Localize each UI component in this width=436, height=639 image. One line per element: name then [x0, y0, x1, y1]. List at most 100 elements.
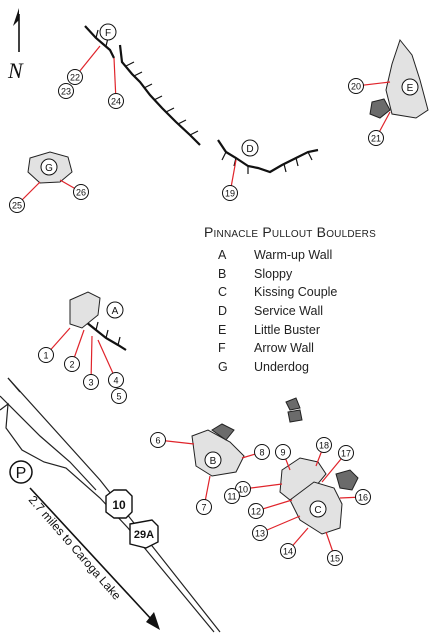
- cliff-tick: [295, 157, 299, 167]
- problem-number-circle: [111, 388, 127, 404]
- boulder-letter: E: [407, 83, 414, 94]
- boulder-top-rock-1: [285, 397, 301, 411]
- problem-number-circle: [38, 347, 54, 363]
- cliff-tick: [153, 95, 163, 101]
- problem-number-circle: [150, 432, 166, 448]
- problem-number-circle: [83, 374, 99, 390]
- boulder-letter: G: [45, 163, 53, 174]
- problem-number-circle: [222, 185, 238, 201]
- cliff-tick: [143, 83, 153, 89]
- boulder-couple-upper: [279, 457, 327, 501]
- legend-name: Arrow Wall: [254, 341, 314, 356]
- legend-row: B Sloppy: [204, 265, 430, 284]
- problem-number-circle: [64, 356, 80, 372]
- boulder-e-small: [369, 98, 391, 119]
- problem-number-circle: [108, 372, 124, 388]
- cliff-tick: [221, 151, 227, 161]
- parking-label: P: [16, 465, 27, 482]
- boulder-letter: D: [246, 144, 253, 155]
- problem-number: 16: [358, 493, 368, 503]
- legend-key: D: [218, 304, 228, 319]
- boulder-letter: C: [314, 505, 321, 516]
- direction-arrow-icon: [29, 487, 160, 630]
- north-label: N: [8, 58, 23, 83]
- boulder-top-rock-2: [287, 409, 303, 423]
- problem-number: 15: [330, 554, 340, 564]
- boulder-c-small: [335, 469, 359, 491]
- problem-number: 1: [43, 351, 48, 361]
- boulder-letter: F: [105, 28, 111, 39]
- boulder-a: [69, 291, 101, 329]
- legend-title: Pinnacle Pullout Boulders: [204, 224, 376, 240]
- boulders: [27, 38, 429, 535]
- cliff-tick: [117, 336, 121, 346]
- route-29a-label: 29A: [134, 529, 154, 541]
- legend-key: E: [218, 322, 227, 337]
- problem-number: 19: [225, 189, 235, 199]
- boulder-letter-circle: [204, 451, 222, 469]
- problem-number-circle: [252, 525, 268, 541]
- boulder-letter: B: [210, 456, 217, 467]
- problem-number-circle: [248, 503, 264, 519]
- problem-number-circle: [196, 499, 212, 515]
- legend-key: F: [218, 341, 226, 356]
- problem-number: 2: [69, 360, 74, 370]
- legend-name: Kissing Couple: [254, 285, 338, 300]
- problem-number: 21: [371, 134, 381, 144]
- legend-row: C Kissing Couple: [204, 283, 430, 302]
- cliff-hatching: [95, 29, 313, 346]
- problem-number-circle: [275, 444, 291, 460]
- problem-number: 3: [88, 378, 93, 388]
- problem-number-circle: [9, 197, 25, 213]
- problem-number: 14: [283, 547, 293, 557]
- problem-number: 22: [70, 73, 80, 83]
- legend-key: C: [218, 285, 228, 300]
- problem-number: 25: [12, 201, 22, 211]
- route-29a-shield: 29A: [129, 519, 159, 549]
- problem-number: 6: [155, 436, 160, 446]
- problem-number: 24: [111, 97, 121, 107]
- cliff-tick: [307, 151, 313, 161]
- cliff-tick: [165, 107, 175, 113]
- problem-number-circle: [58, 83, 74, 99]
- problem-number: 5: [116, 392, 121, 402]
- problem-number-circle: [348, 78, 364, 94]
- boulder-b: [191, 429, 245, 477]
- legend-name: Service Wall: [254, 304, 323, 319]
- problem-number: 7: [201, 503, 206, 513]
- cliff-tick: [105, 329, 109, 339]
- problem-number-circle: [280, 543, 296, 559]
- boulder-letter-circle: [99, 23, 117, 41]
- problem-number-circle: [338, 445, 354, 461]
- boulder-letter-circle: [241, 139, 259, 157]
- boulder-b-small: [211, 423, 235, 441]
- legend-row: F Arrow Wall: [204, 339, 430, 358]
- route-10-label: 10: [112, 498, 126, 512]
- problem-number-circle: [316, 437, 332, 453]
- boulder-letter-circle: [106, 301, 124, 319]
- problem-number: 17: [341, 449, 351, 459]
- problem-number: 8: [259, 448, 264, 458]
- cliff-tick: [189, 130, 199, 136]
- boulder-letter-circle: [401, 78, 419, 96]
- problem-number-circle: [67, 69, 83, 85]
- boulder-e: [385, 38, 429, 119]
- problem-number: 11: [227, 492, 236, 502]
- parking-icon: P: [9, 460, 33, 484]
- problem-number: 10: [238, 485, 248, 495]
- route-10-shield: 10: [105, 489, 133, 519]
- problem-number-circle: [108, 93, 124, 109]
- problem-number-circle: [224, 488, 240, 504]
- legend-name: Sloppy: [254, 266, 293, 281]
- cliff-tick: [125, 61, 135, 67]
- boulder-letter-circle: [309, 500, 327, 518]
- problem-number: 13: [255, 529, 265, 539]
- legend-name: Warm-up Wall: [254, 248, 333, 263]
- legend-row: D Service Wall: [204, 302, 430, 321]
- legend-key: B: [218, 266, 227, 281]
- problem-number-circle: [368, 130, 384, 146]
